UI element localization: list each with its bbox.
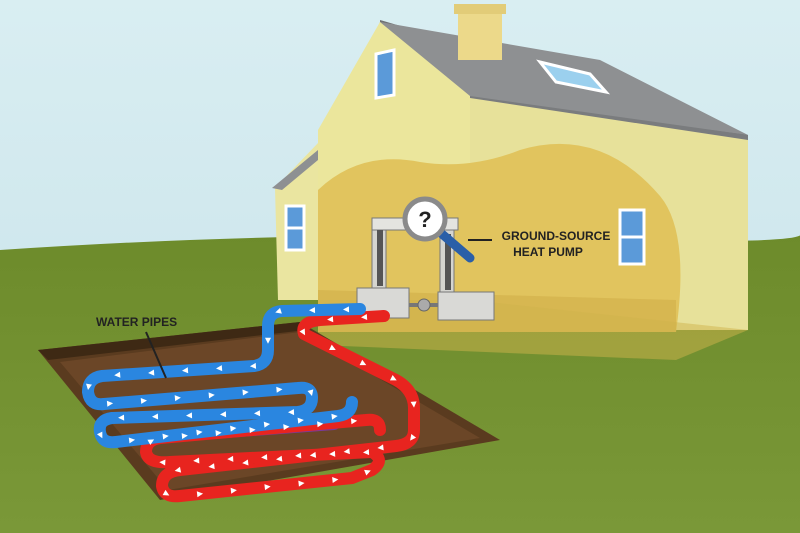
arrow-icon [254, 410, 261, 417]
arrow-icon [265, 337, 271, 344]
heat-pump-label-line1: GROUND-SOURCE [502, 229, 611, 243]
arrow-icon [317, 421, 324, 428]
arrow-icon [128, 437, 136, 444]
arrow-icon [86, 383, 92, 391]
arrow-icon [182, 367, 189, 374]
arrow-icon [140, 397, 147, 404]
arrow-icon [363, 449, 370, 456]
arrow-icon [220, 411, 227, 418]
arrow-icon [331, 413, 338, 420]
arrow-icon [295, 452, 302, 459]
arrow-icon [230, 425, 237, 432]
arrow-icon [106, 400, 114, 407]
flow-arrows [86, 306, 417, 498]
heat-pump-unit [356, 217, 495, 321]
arrow-icon [118, 414, 125, 421]
roof [352, 22, 748, 135]
arrow-icon [193, 457, 200, 464]
arrow-icon [410, 434, 417, 441]
arrow-icon [261, 454, 268, 461]
arrow-icon [410, 401, 417, 408]
arrow-icon [359, 359, 367, 366]
magnifier-symbol: ? [418, 207, 431, 232]
arrow-icon [327, 316, 334, 323]
arrow-icon [114, 371, 121, 378]
arrow-icon [332, 477, 339, 483]
arrow-icon [196, 429, 203, 436]
arrow-icon [264, 484, 271, 491]
arrow-icon [249, 362, 257, 369]
house-cutaway-interior [318, 143, 681, 332]
water-pipes-leader-line [145, 331, 167, 379]
arrow-icon [343, 306, 350, 313]
arrow-icon [364, 469, 371, 476]
arrow-icon [181, 433, 188, 440]
attic-window [374, 48, 396, 100]
water-pipes-label: WATER PIPES [96, 315, 177, 329]
skylight [536, 59, 611, 95]
arrow-icon [152, 413, 159, 420]
arrow-icon [96, 431, 103, 439]
arrow-icon [283, 424, 290, 431]
arrow-icon [230, 487, 237, 494]
arrow-icon [215, 430, 222, 437]
arrow-icon [275, 307, 282, 314]
arrow-icon [227, 455, 234, 462]
cold-pipe [82, 303, 366, 449]
chimney [458, 8, 502, 60]
arrow-icon [263, 421, 271, 428]
magnifier-question-icon[interactable]: ? [402, 196, 475, 263]
arrow-icon [208, 392, 215, 399]
arrow-icon [288, 409, 295, 416]
arrow-icon [208, 463, 215, 470]
arrow-icon [350, 418, 358, 425]
arrow-icon [147, 439, 155, 445]
arrow-icon [216, 365, 223, 372]
arrow-icon [276, 455, 283, 462]
arrow-icon [361, 314, 368, 321]
arrow-icon [329, 344, 336, 350]
arrow-icon [307, 389, 314, 396]
arrow-icon [309, 451, 317, 458]
arrow-icon [299, 328, 306, 336]
house [272, 4, 748, 360]
arrow-icon [298, 480, 305, 487]
arrow-icon [249, 427, 256, 434]
arrow-icon [297, 417, 304, 424]
arrow-icon [309, 307, 316, 314]
arrow-icon [174, 395, 181, 402]
arrow-icon [148, 369, 155, 376]
arrow-icon [174, 466, 182, 473]
arrow-icon [377, 444, 384, 451]
arrow-icon [159, 459, 166, 466]
arrow-icon [196, 491, 204, 498]
arrow-icon [242, 389, 249, 396]
arrow-icon [276, 386, 283, 393]
arrow-icon [329, 450, 336, 457]
arrow-icon [162, 489, 170, 496]
arrow-icon [242, 459, 249, 466]
arrow-icon [162, 433, 169, 440]
arrow-icon [389, 374, 397, 381]
arrow-icon [343, 448, 350, 455]
heat-pump-label-line2: HEAT PUMP [513, 245, 583, 259]
arrow-icon [186, 412, 193, 419]
